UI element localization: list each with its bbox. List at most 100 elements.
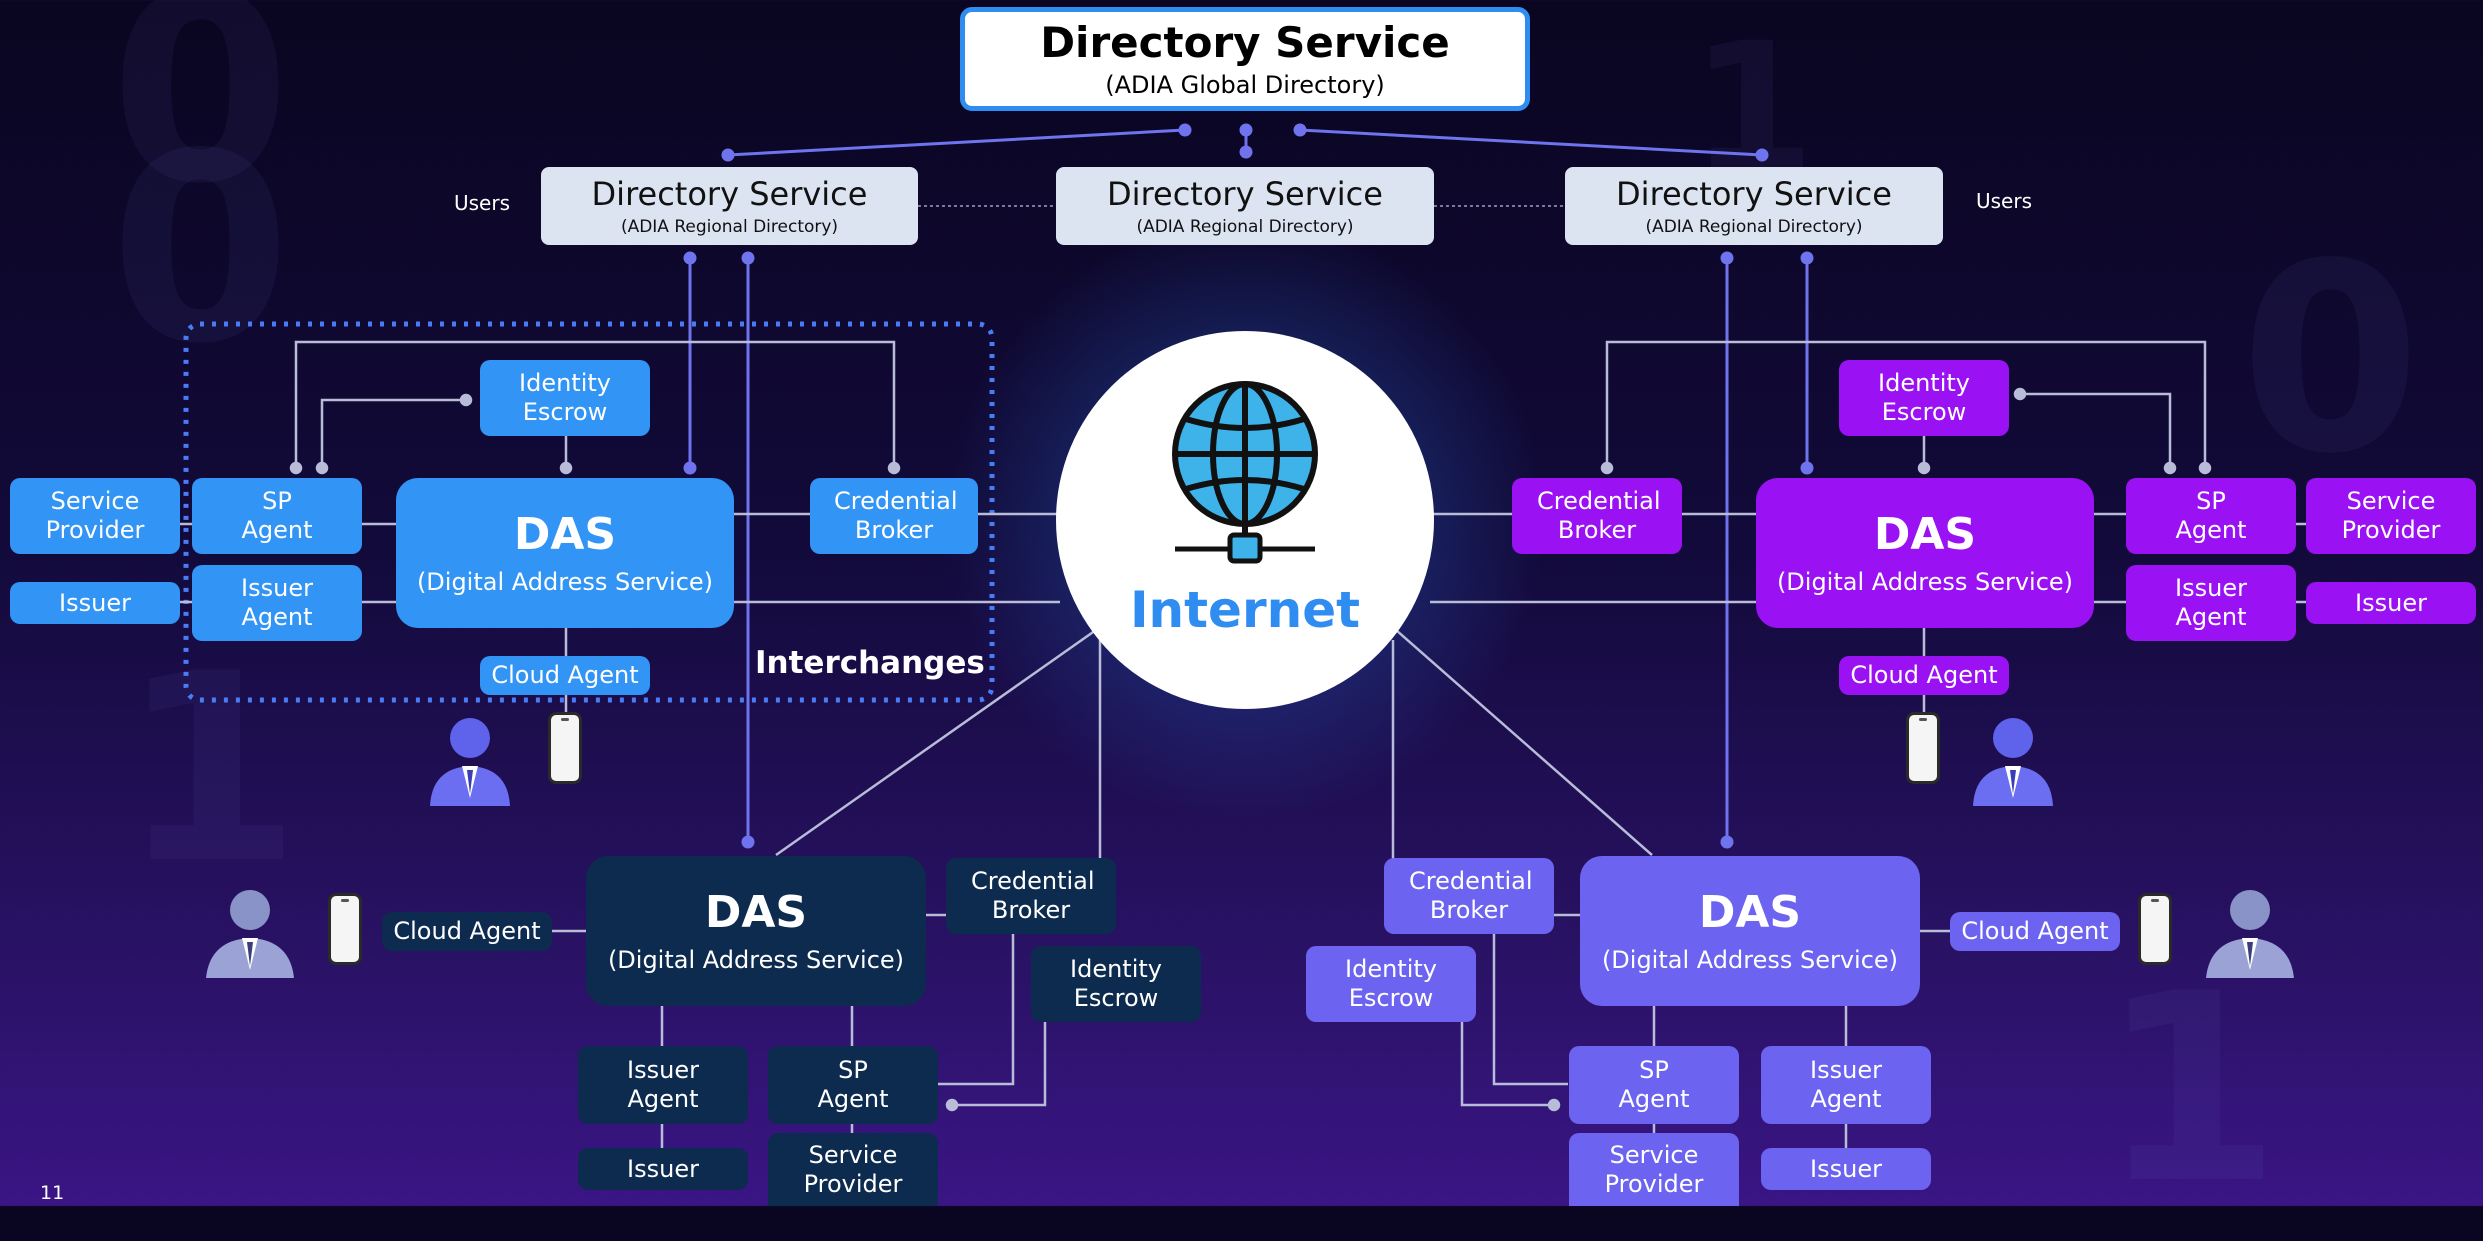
sp-agent-label: SP Agent <box>2175 487 2247 544</box>
das-subtitle: (Digital Address Service) <box>607 946 905 974</box>
service-provider-label: Service Provider <box>1604 1140 1704 1198</box>
users-label-left: Users <box>454 191 511 215</box>
cloud-agent-label: Cloud Agent <box>393 917 541 946</box>
issuer-agent-box: Issuer Agent <box>2126 565 2296 641</box>
page-number: 11 <box>40 1182 65 1204</box>
sp-agent-label: SP Agent <box>241 487 313 544</box>
users-label-right: Users <box>1976 189 2033 213</box>
issuer-label: Issuer <box>2355 588 2427 617</box>
background-digit: 0 <box>110 99 291 401</box>
issuer-agent-box: Issuer Agent <box>1761 1046 1931 1124</box>
service-provider-label: Service Provider <box>45 487 145 544</box>
cloud-agent-label: Cloud Agent <box>491 661 639 690</box>
issuer-box: Issuer <box>2306 582 2476 624</box>
sp-agent-box: SP Agent <box>1569 1046 1739 1124</box>
identity-escrow-label: Identity Escrow <box>1878 369 1970 426</box>
cloud-agent-label: Cloud Agent <box>1850 661 1998 690</box>
das-subtitle: (Digital Address Service) <box>1601 946 1899 974</box>
internet-hub: Internet <box>1056 331 1434 709</box>
person-icon <box>2206 890 2294 978</box>
regional-directory-title: Directory Service <box>591 174 868 213</box>
background-digit: 0 <box>110 0 291 241</box>
das-subtitle: (Digital Address Service) <box>1776 568 2074 596</box>
person-icon <box>206 890 294 978</box>
service-provider-label: Service Provider <box>2341 487 2441 544</box>
regional-directory-center: Directory Service (ADIA Regional Directo… <box>1056 167 1434 245</box>
identity-escrow-box: Identity Escrow <box>1031 946 1201 1022</box>
identity-escrow-box: Identity Escrow <box>480 360 650 436</box>
das-box-left: DAS (Digital Address Service) <box>396 478 734 628</box>
issuer-agent-label: Issuer Agent <box>1810 1056 1882 1113</box>
global-directory-title: Directory Service <box>1040 18 1450 68</box>
das-title: DAS <box>1873 509 1977 561</box>
phone-icon <box>1906 712 1940 784</box>
issuer-box: Issuer <box>578 1148 748 1190</box>
credential-broker-box: Credential Broker <box>810 478 978 554</box>
issuer-label: Issuer <box>1810 1154 1882 1183</box>
phone-icon <box>548 712 582 784</box>
cloud-agent-box: Cloud Agent <box>382 912 552 951</box>
person-icon <box>430 718 510 806</box>
das-box-right: DAS (Digital Address Service) <box>1756 478 2094 628</box>
credential-broker-label: Credential Broker <box>1409 867 1533 924</box>
phone-icon <box>328 893 362 965</box>
das-box-bottom-left: DAS (Digital Address Service) <box>586 856 926 1006</box>
issuer-label: Issuer <box>59 588 131 617</box>
sp-agent-box: SP Agent <box>192 478 362 554</box>
issuer-box: Issuer <box>1761 1148 1931 1190</box>
identity-escrow-box: Identity Escrow <box>1306 946 1476 1022</box>
sp-agent-label: SP Agent <box>817 1056 889 1113</box>
credential-broker-box: Credential Broker <box>1384 858 1554 934</box>
regional-directory-title: Directory Service <box>1107 174 1383 213</box>
credential-broker-label: Credential Broker <box>971 867 1095 924</box>
identity-escrow-box: Identity Escrow <box>1839 360 2009 436</box>
credential-broker-box: Credential Broker <box>946 858 1116 934</box>
background-digit: 0 <box>2240 209 2421 511</box>
service-provider-box: Service Provider <box>1569 1133 1739 1206</box>
cloud-agent-label: Cloud Agent <box>1961 917 2109 946</box>
das-box-bottom-right: DAS (Digital Address Service) <box>1580 856 1920 1006</box>
identity-escrow-label: Identity Escrow <box>1345 955 1437 1012</box>
interchanges-label: Interchanges <box>755 645 985 681</box>
cloud-agent-box: Cloud Agent <box>1839 656 2009 695</box>
service-provider-box: Service Provider <box>2306 478 2476 554</box>
issuer-box: Issuer <box>10 582 180 624</box>
issuer-agent-label: Issuer Agent <box>2175 574 2247 631</box>
global-directory-service: Directory Service (ADIA Global Directory… <box>960 7 1530 111</box>
identity-escrow-label: Identity Escrow <box>519 369 611 426</box>
das-title: DAS <box>513 509 617 561</box>
das-title: DAS <box>704 887 808 939</box>
regional-directory-subtitle: (ADIA Regional Directory) <box>1645 217 1863 237</box>
cloud-agent-box: Cloud Agent <box>1950 912 2120 951</box>
sp-agent-box: SP Agent <box>2126 478 2296 554</box>
internet-label: Internet <box>1129 581 1361 639</box>
issuer-agent-box: Issuer Agent <box>578 1046 748 1124</box>
credential-broker-box: Credential Broker <box>1512 478 1682 554</box>
credential-broker-label: Credential Broker <box>834 487 958 544</box>
sp-agent-box: SP Agent <box>768 1046 938 1124</box>
issuer-agent-box: Issuer Agent <box>192 565 362 641</box>
das-subtitle: (Digital Address Service) <box>416 568 714 596</box>
background-digit: 1 <box>120 619 301 921</box>
credential-broker-label: Credential Broker <box>1537 487 1661 544</box>
regional-directory-subtitle: (ADIA Regional Directory) <box>620 217 839 237</box>
das-title: DAS <box>1698 887 1802 939</box>
issuer-agent-label: Issuer Agent <box>627 1056 699 1113</box>
issuer-label: Issuer <box>627 1154 699 1183</box>
person-icon <box>1973 718 2053 806</box>
regional-directory-left: Directory Service (ADIA Regional Directo… <box>541 167 918 245</box>
issuer-agent-label: Issuer Agent <box>241 574 313 631</box>
global-directory-subtitle: (ADIA Global Directory) <box>1105 70 1385 99</box>
regional-directory-subtitle: (ADIA Regional Directory) <box>1136 217 1354 237</box>
regional-directory-title: Directory Service <box>1616 174 1892 213</box>
identity-escrow-label: Identity Escrow <box>1070 955 1162 1012</box>
service-provider-box: Service Provider <box>768 1133 938 1206</box>
network-diagram: 0 0 1 1 0 1 <box>10 0 2476 1220</box>
phone-icon <box>2138 893 2172 965</box>
sp-agent-label: SP Agent <box>1618 1056 1690 1113</box>
globe-network-icon <box>1172 381 1318 564</box>
background-digit: 1 <box>2100 939 2281 1241</box>
service-provider-label: Service Provider <box>803 1140 903 1198</box>
cloud-agent-box: Cloud Agent <box>480 656 650 695</box>
service-provider-box: Service Provider <box>10 478 180 554</box>
